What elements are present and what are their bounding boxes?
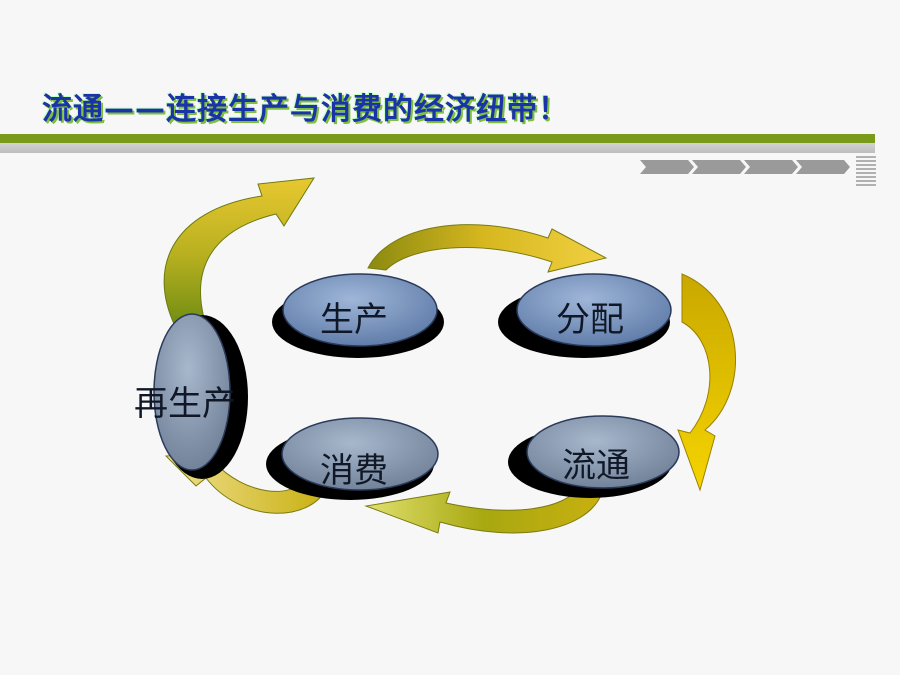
node-circulation	[508, 415, 680, 498]
label-distribution: 分配	[556, 300, 624, 340]
arrow-production-to-distribution	[367, 224, 608, 273]
label-consumption: 消费	[320, 451, 388, 491]
title-underline	[0, 134, 875, 143]
arrow-circulation-to-consumption	[364, 487, 603, 534]
arrow-distribution-to-circulation	[677, 273, 736, 492]
menu-lines-icon	[856, 156, 876, 186]
label-reproduction: 再生产	[134, 384, 236, 424]
arrow-reproduction-to-production	[163, 177, 315, 333]
label-circulation: 流通	[562, 446, 630, 486]
label-production: 生产	[320, 300, 388, 340]
slide-title: 流通——连接生产与消费的经济纽带！	[42, 92, 569, 127]
node-reproduction	[153, 313, 248, 479]
node-distribution	[498, 273, 672, 358]
title-shadow-bar	[0, 143, 875, 153]
node-production	[272, 273, 444, 358]
node-consumption	[266, 417, 439, 500]
progress-chevrons	[640, 160, 850, 174]
